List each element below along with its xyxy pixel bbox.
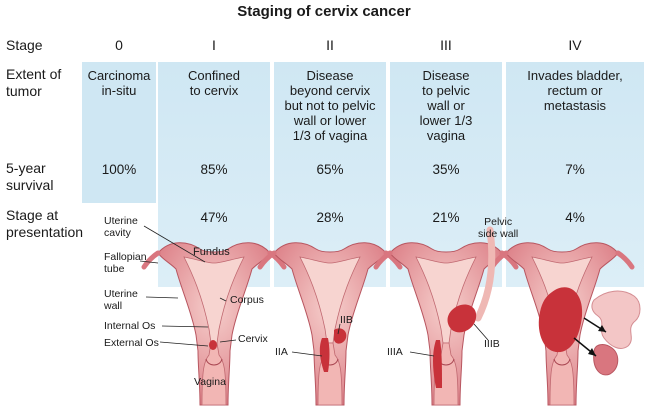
stage-1-extent: Confined to cervix — [187, 68, 241, 98]
stage-2-extent: Disease beyond cervix but not to pelvic … — [284, 68, 376, 143]
label-uterine-wall: Uterine wall — [104, 288, 138, 312]
label-iiia: IIIA — [387, 346, 403, 358]
stage-4-survival: 7% — [565, 162, 585, 177]
stage-4-header: IV — [568, 37, 582, 53]
uterus-stage-3 — [376, 243, 516, 405]
bladder — [593, 344, 619, 376]
row-label-stage: Stage — [6, 37, 43, 53]
label-vagina: Vagina — [194, 376, 226, 388]
row-label-presentation: Stage at presentation — [6, 207, 84, 240]
stage-1-presentation: 47% — [200, 210, 228, 225]
label-cervix: Cervix — [238, 333, 268, 345]
stage-2-survival: 65% — [316, 162, 344, 177]
label-fundus: Fundus — [193, 246, 230, 258]
label-fallopian-tube: Fallopian tube — [104, 251, 147, 275]
stage-0-survival: 100% — [101, 162, 137, 177]
tumor-stage-2a — [319, 338, 330, 372]
pelvic-side-wall — [474, 226, 496, 322]
tumor-stage-3b — [447, 304, 477, 333]
tumor-stage-4 — [538, 287, 583, 353]
stage-1-survival: 85% — [200, 162, 228, 177]
leader-lines — [139, 225, 489, 357]
stage-1-header: I — [212, 37, 216, 53]
label-iib: IIB — [340, 314, 353, 326]
label-iiib: IIIB — [484, 338, 500, 350]
stage-4-presentation: 4% — [565, 210, 585, 225]
stage-3-presentation: 21% — [432, 210, 460, 225]
tumor-stage-3a — [433, 340, 442, 388]
diagram-title: Staging of cervix cancer — [237, 3, 411, 20]
stage-3-survival: 35% — [432, 162, 460, 177]
stage-3-header: III — [440, 37, 452, 53]
stage-3-extent: Disease to pelvic wall or lower 1/3 vagi… — [419, 68, 473, 143]
arrowhead-bladder — [588, 348, 596, 356]
label-iia: IIA — [275, 346, 288, 358]
label-external-os: External Os — [104, 337, 159, 349]
stage-0-header: 0 — [115, 37, 123, 53]
stage-0-panel — [82, 62, 156, 203]
stage-2-presentation: 28% — [316, 210, 344, 225]
label-uterine-cavity: Uterine cavity — [104, 215, 138, 239]
tumor-stage-2b — [334, 328, 347, 344]
row-label-extent: Extent of tumor — [6, 66, 62, 99]
stage-2-header: II — [326, 37, 334, 53]
label-internal-os: Internal Os — [104, 320, 156, 332]
uterus-stage-2 — [260, 243, 400, 405]
stage-4-extent: Invades bladder, rectum or metastasis — [527, 68, 623, 113]
row-label-survival: 5-year survival — [6, 160, 54, 193]
rectum-bowel — [591, 290, 641, 349]
stage-0-extent: Carcinoma in-situ — [87, 68, 151, 98]
label-pelvic-side-wall: Pelvic side wall — [478, 216, 519, 240]
label-corpus: Corpus — [230, 294, 264, 306]
arrowhead-bowel — [598, 325, 606, 332]
tumor-stage-1 — [209, 340, 217, 350]
